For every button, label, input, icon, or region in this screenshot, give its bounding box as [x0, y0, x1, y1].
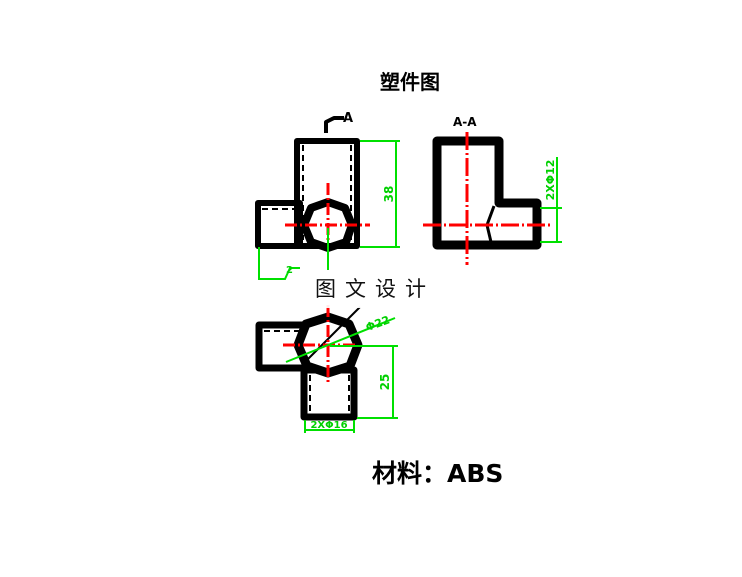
dim-25-label: 25	[378, 374, 392, 391]
section-centerlines	[423, 132, 552, 265]
bottom-view	[255, 306, 363, 421]
material-label: 材料：ABS	[372, 459, 504, 488]
section-view-label: A-A	[453, 115, 477, 129]
section-body	[432, 136, 542, 250]
section-marker-label: A	[343, 111, 353, 126]
dimension-bottom	[285, 317, 398, 433]
dimension-2x12	[540, 157, 562, 243]
dim-22-label: Φ22	[364, 313, 392, 334]
dim-2x16-label: 2XΦ16	[310, 420, 347, 431]
watermark: 图文设计	[300, 270, 450, 308]
front-view	[255, 116, 360, 252]
dim-offset-label: 2	[286, 265, 293, 276]
dim-38-label: 38	[382, 186, 396, 203]
dimension-38	[258, 140, 400, 280]
section-arrow	[324, 116, 344, 133]
section-view	[432, 136, 542, 250]
drawing-title: 塑件图	[380, 70, 440, 94]
dim-2x12-label: 2XΦ12	[544, 160, 557, 201]
